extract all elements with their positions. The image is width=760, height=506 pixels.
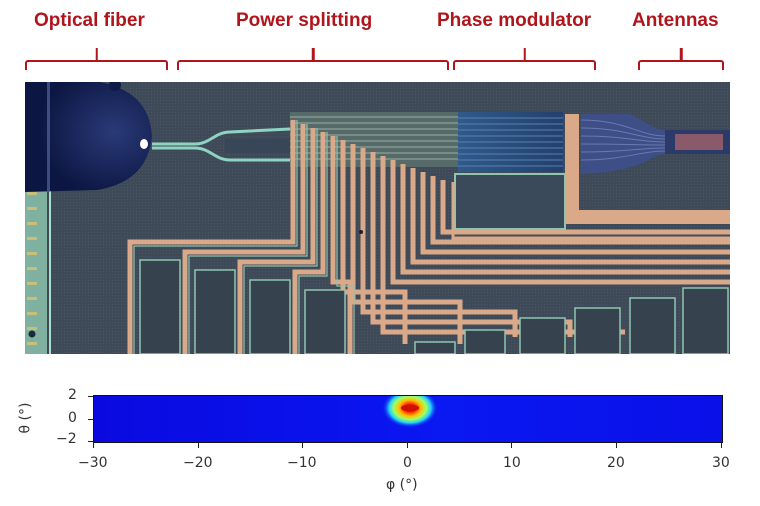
- xtick-label-0: 0: [403, 455, 412, 471]
- ytick-2: [88, 396, 93, 397]
- ytick-label-2: 2: [68, 387, 77, 403]
- ytick-label-neg2: −2: [56, 431, 77, 447]
- label-antennas: Antennas: [632, 10, 719, 31]
- xtick-label-neg10: −10: [287, 455, 317, 471]
- brace-phase-modulator: [453, 48, 596, 70]
- xtick-label-10: 10: [503, 455, 521, 471]
- xtick-neg20: [198, 443, 199, 448]
- brace-antennas: [638, 48, 724, 70]
- ytick-label-0: 0: [68, 410, 77, 426]
- xtick-label-30: 30: [712, 455, 730, 471]
- xtick-label-20: 20: [607, 455, 625, 471]
- xtick-20: [616, 443, 617, 448]
- y-axis-label: θ (°): [17, 402, 34, 434]
- x-axis-label: φ (°): [386, 477, 418, 493]
- xtick-10: [511, 443, 512, 448]
- label-optical-fiber: Optical fiber: [34, 10, 145, 31]
- xtick-0: [407, 443, 408, 448]
- xtick-label-neg20: −20: [183, 455, 213, 471]
- label-power-splitting: Power splitting: [236, 10, 373, 31]
- ytick-neg2: [88, 441, 93, 442]
- brace-optical-fiber: [25, 48, 168, 70]
- label-phase-modulator: Phase modulator: [437, 10, 592, 31]
- far-field-heatmap: [93, 395, 723, 443]
- xtick-label-neg30: −30: [78, 455, 108, 471]
- brace-power-splitting: [177, 48, 449, 70]
- ytick-0: [88, 419, 93, 420]
- xtick-30: [721, 443, 722, 448]
- chip-micrograph: [25, 82, 730, 354]
- xtick-neg10: [302, 443, 303, 448]
- xtick-neg30: [93, 443, 94, 448]
